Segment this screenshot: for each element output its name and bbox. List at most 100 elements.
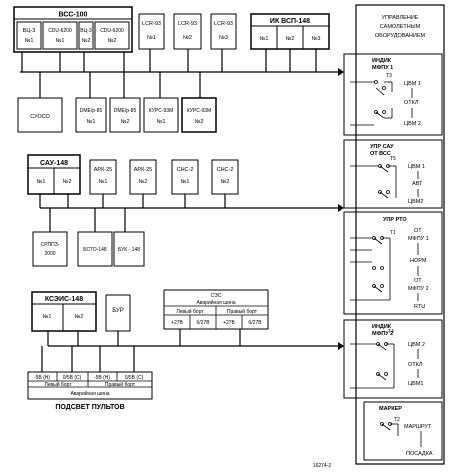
sec2-title-1: УПР САУ xyxy=(370,144,394,150)
sec1-pos-1: ЦВМ 1 xyxy=(404,81,421,87)
kurs-1-name: КУРС-93М xyxy=(149,108,173,114)
mid-row-blocks: СУОСО DME/р-85 №1 DME/р-85 №2 КУРС-93М №… xyxy=(17,97,217,133)
dme-1-num: №1 xyxy=(87,119,96,125)
sec2-title-2: ОТ ВСС xyxy=(370,151,391,157)
bur-block: БУР xyxy=(105,294,131,332)
ses-title: СЭС xyxy=(211,293,222,299)
sec1-pos-2: ОТКЛ xyxy=(404,100,419,106)
sec1-title-1: ИНДИК xyxy=(372,58,392,64)
ses-subtitle: Аварийная шина xyxy=(196,299,235,306)
ses-right-side: Правый борт xyxy=(227,308,258,315)
panel-title-line-1: УПРАВЛЕНИЕ xyxy=(382,15,419,21)
sec4-pos-1: ЦВМ 2 xyxy=(408,342,425,348)
ikvsp148-num-3: №3 xyxy=(312,36,321,42)
sec2-pos-2: АВТ xyxy=(412,181,423,187)
lcr93-2-num: №2 xyxy=(183,35,192,41)
sec4-switch: Т4 xyxy=(388,329,394,335)
bus-arrows xyxy=(338,68,344,350)
dme-2-name: DME/р-85 xyxy=(114,108,137,114)
sns2-2-name: СНС-2 xyxy=(217,167,234,173)
sec4-title-2: МФПУ 2 xyxy=(372,331,393,337)
ses-block: СЭС Аварийная шина Левый борт Правый бор… xyxy=(163,289,269,330)
sec4-pos-3: ЦВМ1 xyxy=(408,381,423,387)
lcr93-1-num: №1 xyxy=(147,35,156,41)
ark25-1-name: АРК-25 xyxy=(94,167,113,173)
ark25-2-name: АРК-25 xyxy=(134,167,153,173)
vss100-sub-1-num: №1 xyxy=(25,38,34,44)
switch-t3-icon xyxy=(350,80,393,126)
ikvsp148-num-2: №2 xyxy=(286,36,295,42)
ses-cell-4: б/27В xyxy=(248,320,262,326)
ses-cell-2: б/27В xyxy=(196,320,210,326)
vss100-sub-1-name: ВЦ-3 xyxy=(23,28,36,34)
podsvet-block: -5В (Н) 0/5В (С) -5В (Н) 0/5В (С) Левый … xyxy=(27,371,153,411)
row3-blocks: СРППЗ- 2000 БСТО-148 БУК - 148 xyxy=(32,231,145,267)
switch-t2-icon xyxy=(380,422,399,436)
sec2-pos-1: ЦВМ 1 xyxy=(408,164,425,170)
lcr93-blocks: LCR-93 №1 LCR-93 №2 LCR-93 №3 xyxy=(138,13,237,50)
buk-label: БУК - 148 xyxy=(118,247,140,253)
podsvet-subtitle: Аварийная шина xyxy=(70,390,109,397)
sec2-switch: Т5 xyxy=(390,156,396,162)
ses-left-side: Левый борт xyxy=(176,308,204,315)
control-panel: УПРАВЛЕНИЕ САМОЛЕТНЫМ ОБОРУДОВАНИЕМ xyxy=(343,4,445,465)
podsvet-title: ПОДСВЕТ ПУЛЬТОВ xyxy=(55,404,124,411)
sec3-switch: Т1 xyxy=(390,230,396,236)
kurs-2-name: КУРС-93М xyxy=(187,108,211,114)
sns2-1-num: №1 xyxy=(181,179,190,185)
sec5-pos-1: МАРШРУТ xyxy=(404,424,432,430)
srppz-line-1: СРППЗ- xyxy=(41,242,60,248)
switch-t5-icon xyxy=(350,164,397,199)
kseis148-block: КСЭИС-148 №1 №2 xyxy=(31,291,97,332)
ses-cell-1: +27В xyxy=(171,320,183,326)
sec1-switch: Т3 xyxy=(386,73,392,79)
ses-cell-3: +27В xyxy=(223,320,235,326)
podsvet-cell-2: 0/5В (С) xyxy=(63,375,82,381)
suoso-label: СУОСО xyxy=(30,114,50,120)
sec3-pos-5: МФПУ 2 xyxy=(408,286,429,292)
switch-t4-icon xyxy=(350,342,395,389)
section-upr-rto: УПР РТО Т1 ОТ МФПУ 1 НОРМ ОТ МФПУ 2 RTU xyxy=(350,217,429,310)
panel-title-line-3: ОБОРУДОВАНИЕМ xyxy=(375,33,426,39)
dme-2-num: №2 xyxy=(121,119,130,125)
sec5-title-1: МАРКЕР xyxy=(379,406,402,412)
vss100-sub-2-name: CDU-6200 xyxy=(48,28,72,34)
panel-title-line-2: САМОЛЕТНЫМ xyxy=(380,24,421,30)
sec1-pos-3: ЦВМ 2 xyxy=(404,121,421,127)
sau148-block: САУ-148 №1 №2 xyxy=(27,154,81,195)
sec5-switch: Т2 xyxy=(394,417,400,423)
sau148-num-1: №1 xyxy=(37,179,46,185)
sec2-pos-3: ЦВМ2 xyxy=(408,199,423,205)
podsvet-cell-3: -5В (Н) xyxy=(94,375,110,381)
sec3-pos-4: ОТ xyxy=(414,278,422,284)
sec4-pos-2: ОТКЛ xyxy=(408,362,423,368)
lcr93-3-num: №3 xyxy=(219,35,228,41)
ark25-2-num: №2 xyxy=(139,179,148,185)
section-upr-sau: УПР САУ ОТ ВСС Т5 ЦВМ 1 АВТ ЦВМ2 xyxy=(350,144,425,205)
ikvsp148-num-1: №1 xyxy=(260,36,269,42)
sec3-pos-2: МФПУ 1 xyxy=(408,236,429,242)
sec1-title-2: МФПУ 1 xyxy=(372,65,393,71)
sau148-title: САУ-148 xyxy=(40,160,68,167)
sec3-pos-3: НОРМ xyxy=(410,258,427,264)
connection-lines xyxy=(20,49,338,372)
podsvet-left-side: Левый борт xyxy=(44,381,72,388)
lcr93-2-name: LCR-93 xyxy=(178,21,197,27)
vss100-title: ВСС-100 xyxy=(59,12,88,19)
lcr93-3-name: LCR-93 xyxy=(214,21,233,27)
kseis148-title: КСЭИС-148 xyxy=(45,296,83,303)
sau148-num-2: №2 xyxy=(63,179,72,185)
figure-number: 16274-2 xyxy=(313,463,332,469)
sec3-pos-1: ОТ xyxy=(414,228,422,234)
lcr93-1-name: LCR-93 xyxy=(142,21,161,27)
vss100-sub-4-num: №2 xyxy=(108,38,117,44)
ark25-1-num: №1 xyxy=(99,179,108,185)
section-marker: МАРКЕР Т2 МАРШРУТ ПОСАДКА xyxy=(379,406,433,457)
ikvsp148-block: ИК ВСП-148 №1 №2 №3 xyxy=(250,13,330,50)
sns2-2-num: №2 xyxy=(221,179,230,185)
podsvet-cell-4: 0/5В (С) xyxy=(125,375,144,381)
section-indik-mfpu1: ИНДИК МФПУ 1 Т3 ЦВМ 1 ОТКЛ ЦВМ 2 xyxy=(350,58,421,127)
kurs-2-num: №2 xyxy=(195,119,204,125)
ark-sns-blocks: АРК-25 №1 АРК-25 №2 СНС-2 №1 СНС-2 №2 xyxy=(89,159,239,195)
